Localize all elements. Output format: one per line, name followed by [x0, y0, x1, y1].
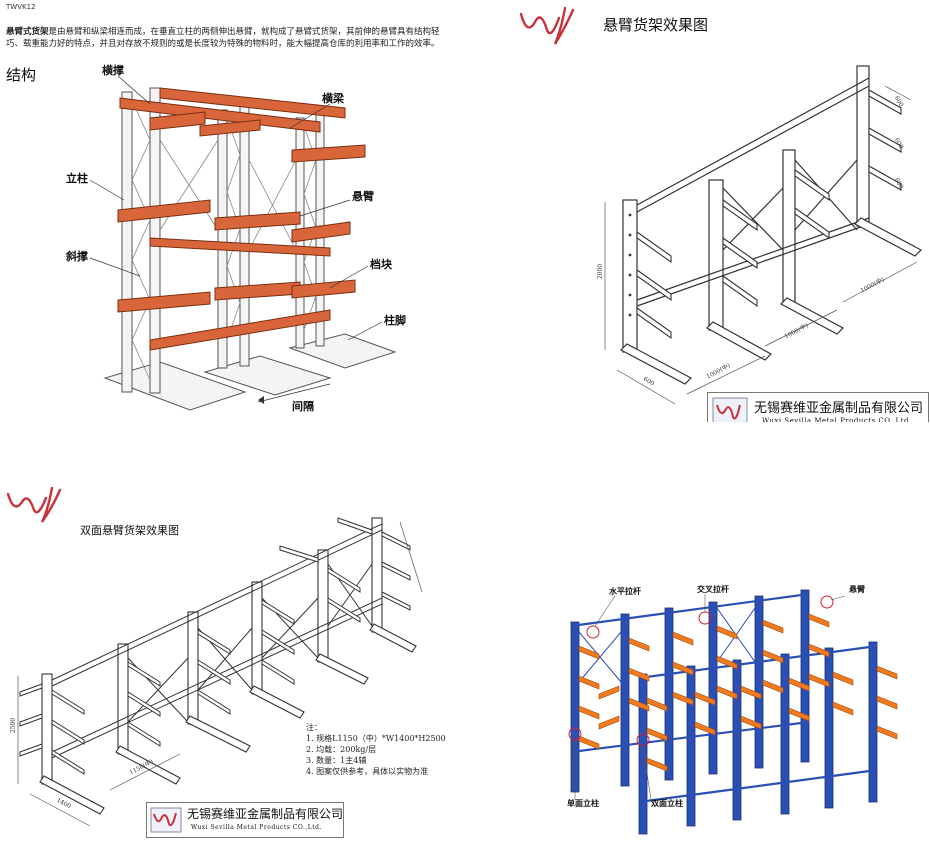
label-brace: 横撑 — [102, 64, 124, 77]
label-beam: 横梁 — [322, 92, 344, 105]
company-banner: 无锡赛维亚金属制品有限公司 Wuxi Sevilla Metal Product… — [707, 392, 929, 422]
label-stopper: 档块 — [370, 258, 392, 271]
label-single-column: 单面立柱 — [567, 799, 599, 808]
note-line-2: 2. 均载：200kg/层 — [306, 745, 377, 754]
spec-notes: 注： 1. 规格L1150（中）*W1400*H2500 2. 均载：200kg… — [306, 722, 446, 777]
color-rack-drawing — [568, 589, 898, 835]
company-logo — [519, 6, 575, 45]
label-cantilever: 悬臂 — [352, 190, 374, 203]
corner-note: TWVK12 — [6, 3, 36, 11]
structure-heading: 结构 — [6, 66, 37, 84]
intro-paragraph: 悬臂式货架是由悬臂和纵梁相连而成，在垂直立柱的两侧伸出悬臂，就构成了悬臂式货架，… — [6, 26, 456, 50]
note-line-0: 注： — [306, 723, 322, 732]
label-diagonal: 斜撑 — [66, 250, 88, 263]
company-name-cn-3: 无锡赛维亚金属制品有限公司 — [187, 807, 344, 821]
label-spacing: 间隔 — [292, 400, 314, 413]
double-sided-rack-panel: 双面悬臂货架效果图 2500 1400 1150(中) 注： 1. 规格L115… — [0, 422, 465, 845]
double-sided-rack-drawing — [6, 486, 423, 827]
label-column: 立柱 — [66, 172, 88, 185]
company-logo-icon — [150, 807, 182, 833]
company-name-cn: 无锡赛维亚金属制品有限公司 — [754, 401, 924, 416]
dim-height: 2000 — [597, 263, 605, 280]
note-line-3: 3. 数量：1主4辅 — [306, 756, 367, 765]
intro-text: 是由悬臂和纵梁相连而成，在垂直立柱的两侧伸出悬臂，就构成了悬臂式货架，其前伸的悬… — [6, 27, 440, 49]
cantilever-rack-structure-drawing — [89, 75, 397, 411]
color-rack-panel: 水平拉杆 交叉拉杆 悬臂 单面立柱 双面立柱 — [465, 422, 930, 845]
panel2-title: 悬臂货架效果图 — [603, 16, 709, 34]
label-cantilever-4: 悬臂 — [849, 585, 865, 594]
company-logo — [6, 486, 62, 523]
label-foot: 柱脚 — [384, 314, 406, 327]
structure-diagram-panel: TWVK12 悬臂式货架是由悬臂和纵梁相连而成，在垂直立柱的两侧伸出悬臂，就构成… — [0, 0, 465, 422]
single-sided-rack-drawing — [519, 6, 922, 405]
note-line-1: 1. 规格L1150（中）*W1400*H2500 — [306, 734, 446, 743]
intro-term: 悬臂式货架 — [6, 27, 49, 37]
label-cross-tie: 交叉拉杆 — [697, 585, 729, 594]
company-logo-icon — [712, 397, 748, 422]
dim-height-3: 2500 — [10, 717, 18, 734]
panel3-title: 双面悬臂货架效果图 — [80, 524, 179, 537]
company-banner-3: 无锡赛维亚金属制品有限公司 Wuxi Sevilla Metal Product… — [146, 802, 344, 838]
label-double-column: 双面立柱 — [651, 799, 683, 808]
note-line-4: 4. 图案仅供参考，具体以实物为准 — [306, 767, 429, 776]
single-sided-rack-panel: 悬臂货架效果图 2000 600 1000(中) 1000(中) 1000(中)… — [465, 0, 930, 422]
company-name-en: Wuxi Sevilla Metal Products CO.,Ltd. — [762, 417, 912, 422]
company-name-en-3: Wuxi Sevilla Metal Products CO.,Ltd. — [191, 824, 322, 831]
label-horizontal-tie: 水平拉杆 — [609, 587, 641, 596]
